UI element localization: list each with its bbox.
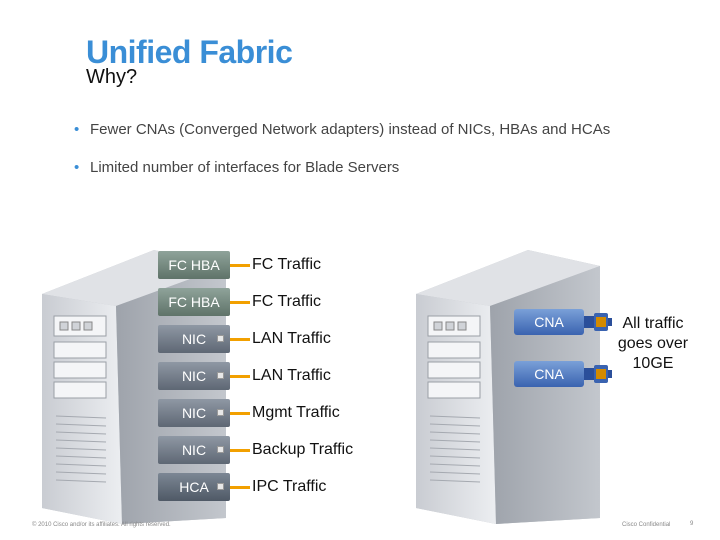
card-label: FC HBA <box>168 257 220 273</box>
card-label: NIC <box>181 331 207 347</box>
slide-subtitle: Why? <box>86 66 138 88</box>
port-led <box>217 446 224 453</box>
port-led <box>217 483 224 490</box>
hca-card: HCA <box>158 473 230 501</box>
card-label: NIC <box>181 368 207 384</box>
card-label: NIC <box>181 442 207 458</box>
cna-card: CNA <box>514 309 584 335</box>
10ge-connector-icon <box>584 313 612 331</box>
confidential-footer: Cisco Confidential <box>622 522 671 528</box>
all-traffic-label: All traffic goes over 10GE <box>617 315 689 372</box>
fc-hba-card: FC HBA <box>158 251 230 279</box>
cable <box>230 301 250 304</box>
card-label: CNA <box>534 366 564 382</box>
bullet-item: Fewer CNAs (Converged Network adapters) … <box>72 121 632 139</box>
traffic-label: LAN Traffic <box>252 330 331 347</box>
cna-card: CNA <box>514 361 584 387</box>
nic-card: NIC <box>158 436 230 464</box>
cable <box>230 449 250 452</box>
cable <box>230 412 250 415</box>
page-number: 9 <box>690 521 694 527</box>
nic-card: NIC <box>158 325 230 353</box>
card-label: FC HBA <box>168 294 220 310</box>
traffic-label: LAN Traffic <box>252 367 331 384</box>
card-label: NIC <box>181 405 207 421</box>
nic-card: NIC <box>158 362 230 390</box>
traffic-label: FC Traffic <box>252 256 322 273</box>
fc-hba-card: FC HBA <box>158 288 230 316</box>
cable <box>230 486 250 489</box>
port-led <box>217 372 224 379</box>
cable <box>230 338 250 341</box>
traffic-label: Mgmt Traffic <box>252 404 340 421</box>
bullet-item: Limited number of interfaces for Blade S… <box>72 159 632 177</box>
copyright-footer: © 2010 Cisco and/or its affiliates. All … <box>32 522 171 528</box>
card-label: HCA <box>179 479 209 495</box>
bullet-list: Fewer CNAs (Converged Network adapters) … <box>72 121 632 177</box>
traffic-label: Backup Traffic <box>252 441 354 458</box>
cable <box>230 264 250 267</box>
nic-card: NIC <box>158 399 230 427</box>
traffic-label: IPC Traffic <box>252 478 327 495</box>
traffic-label: FC Traffic <box>252 293 322 310</box>
10ge-connector-icon <box>584 365 612 383</box>
port-led <box>217 335 224 342</box>
card-label: CNA <box>534 314 564 330</box>
slide-title: Unified Fabric <box>86 34 293 70</box>
port-led <box>217 409 224 416</box>
cable <box>230 375 250 378</box>
